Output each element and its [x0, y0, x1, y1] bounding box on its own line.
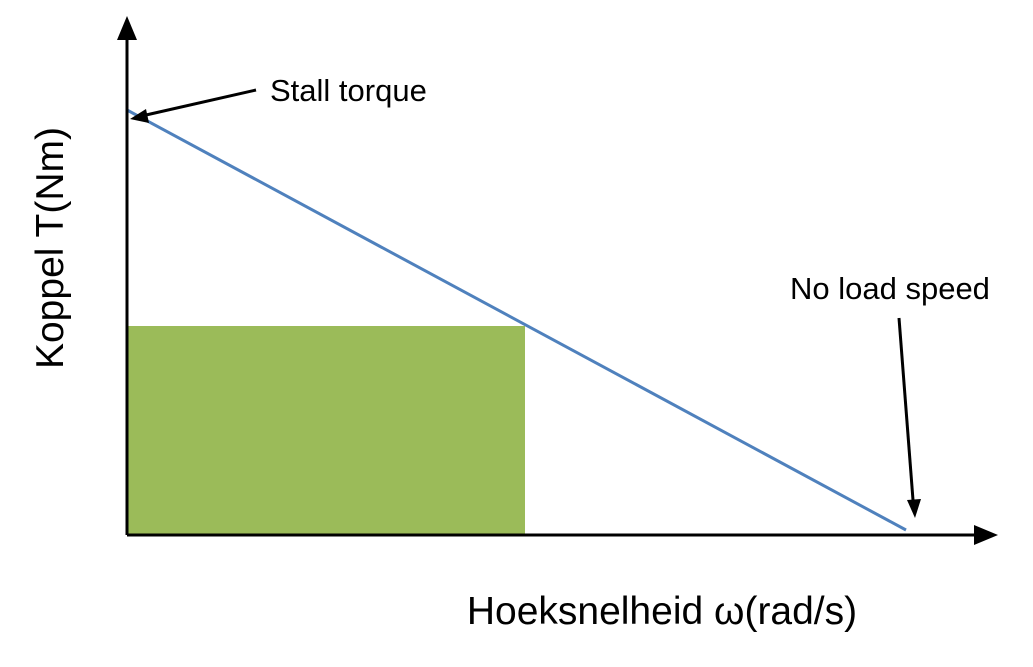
operating-area [127, 326, 525, 535]
y-axis-label: Koppel T(Nm) [29, 127, 72, 369]
no-load-speed-arrow [897, 317, 915, 501]
x-axis-label: Hoeksnelheid ω(rad/s) [467, 590, 857, 633]
x-axis-arrowhead [974, 525, 998, 545]
stall-torque-label: Stall torque [270, 73, 427, 108]
torque-speed-line [126, 108, 907, 532]
stall-torque-arrow [145, 88, 257, 117]
no-load-speed-label: No load speed [790, 271, 990, 306]
y-axis-arrowhead [117, 16, 137, 40]
no-load-speed-arrowhead [907, 499, 921, 518]
stall-torque-arrowhead [130, 109, 149, 123]
